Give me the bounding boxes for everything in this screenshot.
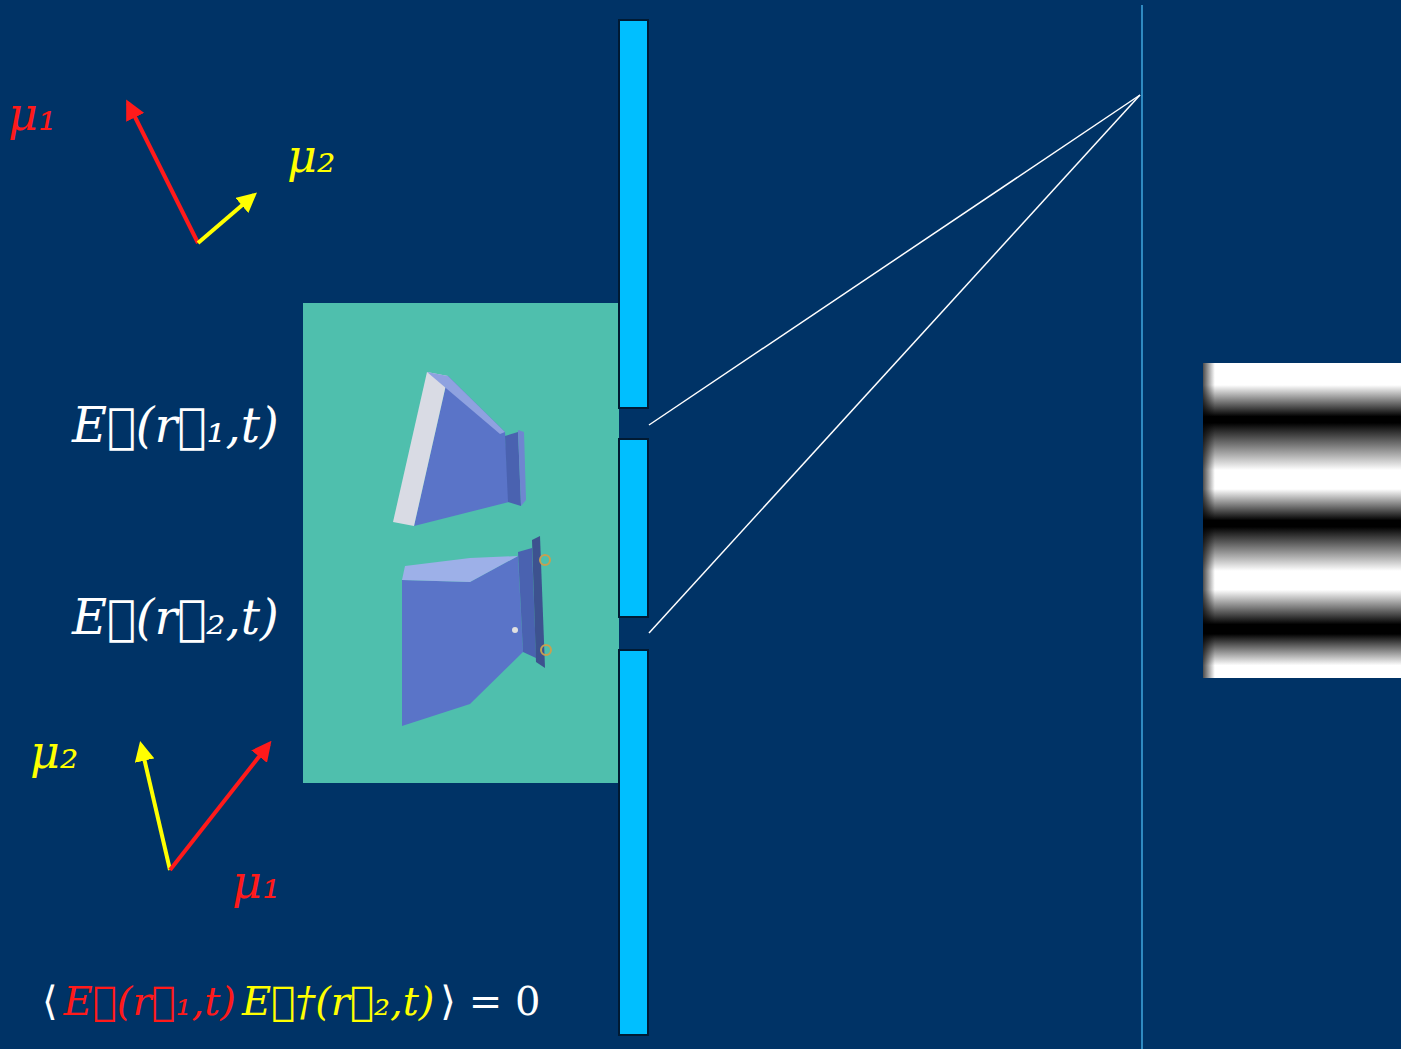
formula-term: E⃗(r⃗₁,t) (64, 978, 236, 1024)
detection-screen (1141, 5, 1143, 1049)
polarization-label: μ₂ (287, 130, 335, 183)
polarization-label: μ₁ (8, 88, 56, 141)
formula-bracket: ⟨ (42, 978, 58, 1024)
horn-antenna (393, 372, 526, 526)
slit-screen (619, 650, 648, 1035)
slit-screen (619, 20, 648, 408)
antenna-panel (303, 303, 619, 783)
polarization-label: μ₂ (30, 726, 78, 779)
fringe-shading (1203, 363, 1401, 678)
ray-line (649, 95, 1140, 633)
polarization-label: μ₁ (232, 856, 280, 909)
correlation-formula: ⟨E⃗(r⃗₁,t)E⃗†(r⃗₂,t)⟩ = 0 (42, 978, 540, 1024)
horn-antenna (402, 536, 551, 726)
field-label: E⃗(r⃗₁,t) (72, 398, 279, 453)
slit-screen (619, 439, 648, 617)
interference-fringes (1203, 363, 1401, 678)
polarization-arrow (128, 103, 198, 243)
ray-line (649, 95, 1140, 425)
polarization-arrow (170, 744, 269, 870)
polarization-arrow (141, 745, 170, 870)
formula-bracket: ⟩ = 0 (440, 978, 540, 1024)
polarization-arrow (198, 195, 254, 243)
formula-term: E⃗†(r⃗₂,t) (242, 978, 434, 1024)
field-label: E⃗(r⃗₂,t) (72, 590, 279, 645)
